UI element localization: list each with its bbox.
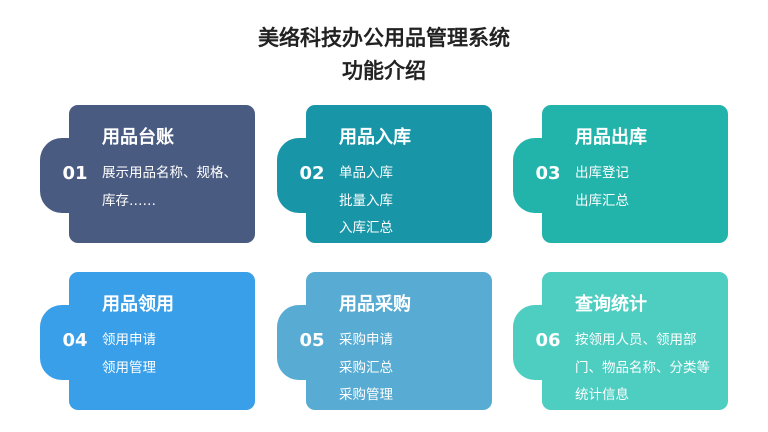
card-number: 05: [299, 330, 325, 351]
card-title: 用品出库: [575, 127, 647, 148]
page-subtitle: 功能介绍: [342, 59, 426, 83]
feature-card: 04 用品领用 领用申请领用管理: [40, 272, 255, 410]
card-number: 06: [535, 330, 561, 351]
card-body: [306, 105, 492, 243]
feature-line: 出库登记: [575, 165, 629, 181]
card-number: 04: [62, 330, 88, 351]
card-description: 采购申请采购汇总采购管理: [339, 327, 479, 410]
feature-line: 采购管理: [339, 387, 393, 403]
card-body: [69, 272, 255, 410]
feature-line: 采购申请: [339, 332, 393, 348]
card-number: 02: [299, 163, 325, 184]
card-title: 用品领用: [102, 294, 174, 315]
card-title: 用品台账: [102, 127, 174, 148]
card-title: 查询统计: [575, 294, 647, 315]
card-body: [542, 105, 728, 243]
card-body: [69, 105, 255, 243]
feature-line: 入库汇总: [339, 220, 393, 236]
card-title: 用品采购: [339, 294, 411, 315]
card-number: 03: [535, 163, 561, 184]
feature-line: 出库汇总: [575, 192, 629, 209]
feature-line: 展示用品名称、规格、库存……: [102, 165, 237, 209]
feature-line: 批量入库: [339, 192, 393, 209]
card-body: [306, 272, 492, 410]
card-description: 出库登记出库汇总: [575, 160, 715, 215]
page-title: 美络科技办公用品管理系统: [258, 26, 510, 50]
card-title: 用品入库: [339, 127, 411, 148]
feature-line: 按领用人员、领用部门、物品名称、分类等统计信息: [575, 332, 710, 403]
feature-line: 领用申请: [102, 332, 156, 348]
feature-card: 03 用品出库 出库登记出库汇总: [513, 105, 728, 243]
feature-card: 06 查询统计 按领用人员、领用部门、物品名称、分类等统计信息: [513, 272, 728, 410]
card-description: 展示用品名称、规格、库存……: [102, 160, 242, 215]
feature-card: 05 用品采购 采购申请采购汇总采购管理: [277, 272, 492, 410]
feature-card: 02 用品入库 单品入库批量入库入库汇总: [277, 105, 492, 243]
feature-card: 01 用品台账 展示用品名称、规格、库存……: [40, 105, 255, 243]
feature-line: 单品入库: [339, 165, 393, 181]
card-description: 按领用人员、领用部门、物品名称、分类等统计信息: [575, 327, 715, 410]
feature-line: 采购汇总: [339, 359, 393, 376]
card-description: 领用申请领用管理: [102, 327, 242, 382]
card-number: 01: [62, 163, 88, 184]
card-description: 单品入库批量入库入库汇总: [339, 160, 479, 243]
card-body: [542, 272, 728, 410]
feature-line: 领用管理: [102, 359, 156, 376]
